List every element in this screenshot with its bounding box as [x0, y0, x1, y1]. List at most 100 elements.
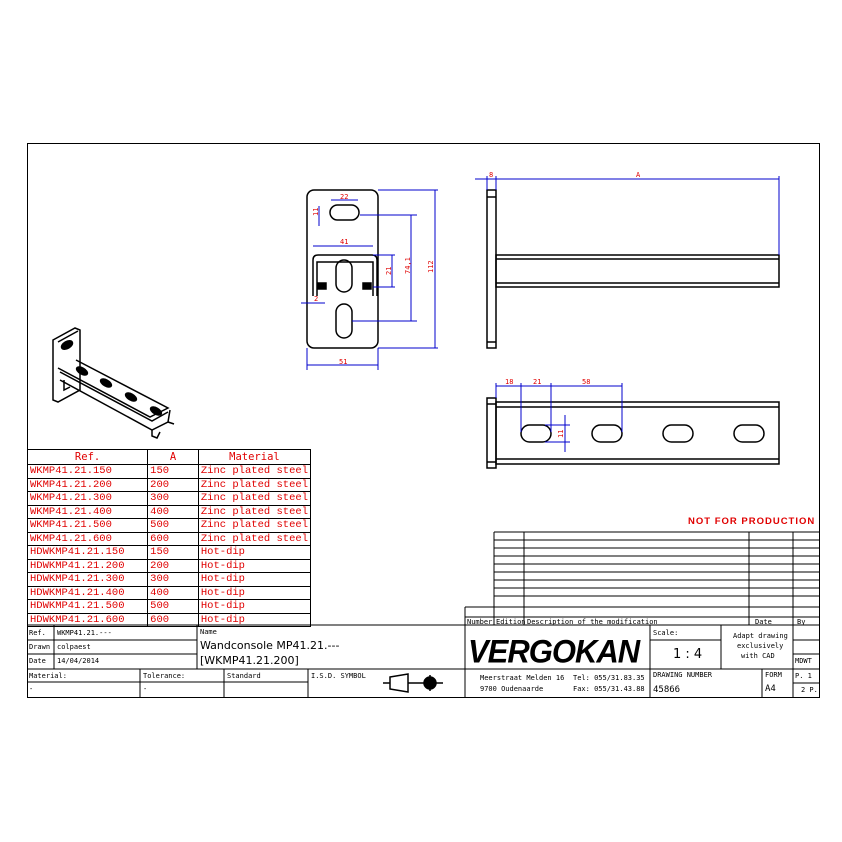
cell-material: Hot-dip	[197, 612, 312, 627]
cell-a: 600	[147, 531, 199, 546]
material-value: -	[29, 685, 34, 693]
cell-material: Zinc plated steel	[197, 531, 312, 546]
ref-label: Ref.	[29, 629, 46, 637]
svg-text:21: 21	[533, 378, 541, 386]
drawing-sheet-border	[27, 143, 820, 698]
cad-note-line-2: exclusively	[737, 642, 784, 650]
standard-label: Standard	[227, 672, 261, 680]
cell-a: 500	[147, 599, 199, 614]
rev-header-by: By	[797, 618, 806, 626]
cell-a: 400	[147, 504, 199, 519]
drawn-label: Drawn	[29, 643, 51, 651]
cell-material: Hot-dip	[197, 545, 312, 560]
cell-ref: WKMP41.21.500	[26, 518, 149, 533]
svg-text:74,1: 74,1	[404, 257, 412, 274]
svg-text:41: 41	[340, 238, 348, 246]
cell-ref: WKMP41.21.150	[26, 464, 149, 479]
cad-value: MDWT	[795, 657, 812, 665]
name-label: Name	[200, 628, 217, 636]
header-a: A	[147, 449, 199, 465]
cell-a: 300	[147, 491, 199, 506]
svg-text:2: 2	[314, 295, 318, 303]
front-view-dimensions	[301, 189, 438, 370]
cell-ref: HDWKMP41.21.500	[26, 599, 149, 614]
scale-label: Scale:	[653, 629, 679, 637]
svg-text:8: 8	[489, 171, 493, 179]
cell-material: Zinc plated steel	[197, 477, 312, 492]
cell-ref: WKMP41.21.200	[26, 477, 149, 492]
side-view-dimensions	[475, 176, 780, 255]
svg-text:58: 58	[582, 378, 590, 386]
isometric-view	[52, 327, 175, 439]
cell-a: 200	[147, 558, 199, 573]
cell-a: 600	[147, 612, 199, 627]
cell-material: Hot-dip	[197, 599, 312, 614]
cell-material: Zinc plated steel	[197, 504, 312, 519]
top-view-dimensions	[495, 383, 623, 452]
cell-ref: HDWKMP41.21.200	[26, 558, 149, 573]
revision-table-grid	[464, 531, 820, 698]
rev-header-description: Description of the modification	[527, 618, 658, 626]
iso-projection-symbol-icon	[383, 673, 443, 693]
drawing-number-value: 45866	[653, 685, 681, 695]
date-value: 14/04/2014	[57, 657, 100, 665]
header-material: Material	[197, 449, 312, 465]
side-view	[486, 189, 780, 349]
company-logo: VERGOKAN	[468, 633, 640, 670]
svg-text:A: A	[636, 171, 641, 179]
cell-ref: WKMP41.21.300	[26, 491, 149, 506]
svg-text:51: 51	[339, 358, 347, 366]
cell-a: 500	[147, 518, 199, 533]
tolerance-value: -	[143, 685, 148, 693]
drawing-number-label: DRAWING NUMBER	[653, 671, 713, 679]
drawn-value: colpaest	[57, 643, 91, 651]
cell-a: 300	[147, 572, 199, 587]
cell-ref: HDWKMP41.21.300	[26, 572, 149, 587]
cell-ref: HDWKMP41.21.600	[26, 612, 149, 627]
reference-table-header: Ref. A Material	[26, 449, 312, 465]
rev-header-number: Number	[467, 618, 493, 626]
svg-text:21: 21	[385, 267, 393, 275]
front-view-dim-labels: 22 11 41 21 2 74,1 112 51	[312, 193, 435, 366]
cell-ref: WKMP41.21.400	[26, 504, 149, 519]
cell-material: Zinc plated steel	[197, 464, 312, 479]
form-value: A4	[765, 684, 776, 694]
svg-text:22: 22	[340, 193, 348, 201]
tolerance-label: Tolerance:	[143, 672, 186, 680]
cell-material: Zinc plated steel	[197, 491, 312, 506]
svg-text:112: 112	[427, 260, 435, 273]
cad-note-line-3: with CAD	[741, 652, 775, 660]
svg-text:11: 11	[312, 208, 320, 216]
name-line-2: [WKMP41.21.200]	[200, 654, 299, 667]
address-line-2: 9700 Oudenaarde	[480, 685, 544, 693]
cell-material: Hot-dip	[197, 558, 312, 573]
cell-a: 400	[147, 585, 199, 600]
iso-symbol-label: I.S.D. SYMBOL	[311, 672, 366, 680]
cell-material: Zinc plated steel	[197, 518, 312, 533]
telephone: Tel: 055/31.83.35	[573, 674, 645, 682]
not-for-production-stamp: NOT FOR PRODUCTION	[688, 516, 816, 527]
name-line-1: Wandconsole MP41.21.---	[200, 639, 340, 652]
cell-a: 200	[147, 477, 199, 492]
fax: Fax: 055/31.43.88	[573, 685, 645, 693]
form-label: FORM	[765, 671, 782, 679]
header-ref: Ref.	[26, 449, 149, 465]
pages-value: 2 P.	[801, 686, 818, 694]
svg-text:18: 18	[505, 378, 513, 386]
cell-ref: WKMP41.21.600	[26, 531, 149, 546]
rev-header-date: Date	[755, 618, 772, 626]
svg-text:11: 11	[557, 430, 565, 438]
date-label: Date	[29, 657, 46, 665]
cell-material: Hot-dip	[197, 585, 312, 600]
